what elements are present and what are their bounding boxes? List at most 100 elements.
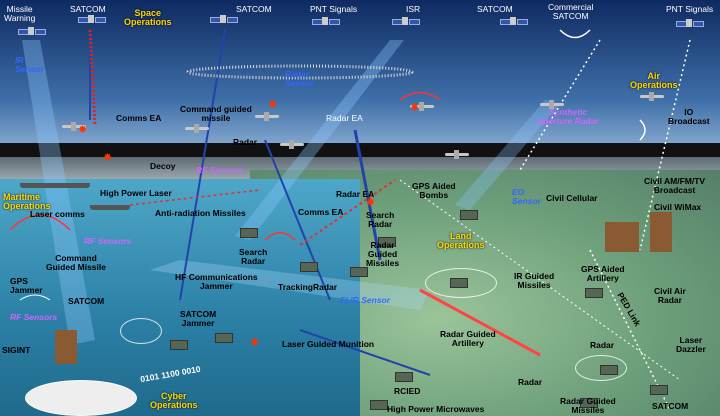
fighter-aircraft-1	[185, 124, 209, 133]
label-anti-radiation: Anti-radiation Missiles	[155, 208, 246, 218]
satcom-jammer-vehicle	[215, 333, 233, 343]
radar-arc-ground	[264, 231, 296, 241]
explosion-icon: ✸	[268, 99, 278, 111]
label-satcom-1: SATCOM	[70, 4, 106, 14]
hf-jammer-vehicle	[300, 262, 318, 272]
label-satcom-sea: SATCOM	[68, 296, 105, 306]
orbit-ring	[186, 64, 414, 80]
label-pnt-2: PNT Signals	[666, 4, 714, 14]
io-broadcast-aircraft	[640, 92, 664, 101]
city-skyline-1	[605, 222, 639, 252]
label-satcom-2: SATCOM	[236, 4, 272, 14]
explosion-icon: ✸	[250, 337, 260, 349]
satcom-vehicle	[650, 385, 668, 395]
explosion-icon: ✸	[103, 152, 113, 164]
io-wave	[639, 119, 646, 141]
label-tracking-radar: TrackingRadar	[278, 282, 338, 292]
satcom-link-2	[179, 29, 226, 301]
label-flir-sensor: FLIR Sensor	[340, 295, 391, 305]
label-civil-wimax: Civil WiMax	[654, 202, 702, 212]
label-radar-ground-2: Radar	[518, 377, 543, 387]
search-radar-vehicle	[240, 228, 258, 238]
label-decoy: Decoy	[150, 161, 176, 171]
satcom-ground-terminal	[170, 340, 188, 350]
pnt-satellite-2	[676, 18, 704, 28]
satcom-satellite-3	[500, 16, 528, 26]
label-comms-ea-ground: Comms EA	[298, 207, 344, 217]
sky-region	[0, 0, 720, 143]
hpm-vehicle	[370, 400, 388, 410]
label-pnt-1: PNT Signals	[310, 4, 358, 14]
label-high-power-laser: High Power Laser	[100, 188, 172, 198]
gps-bomb-target	[460, 210, 478, 220]
cyber-ring	[25, 380, 137, 416]
ew-aircraft	[410, 102, 434, 111]
radar-ring	[575, 355, 627, 381]
sar-beam	[455, 100, 560, 210]
commercial-wave	[559, 29, 591, 39]
label-sigint: SIGINT	[2, 345, 31, 355]
explosion-icon: ✸	[366, 197, 376, 209]
explosion-icon: ✸	[78, 124, 88, 136]
comms-ea-link	[264, 139, 331, 301]
label-rf-sensors-top: RF Sensors	[196, 165, 244, 175]
isr-satellite	[392, 16, 420, 26]
label-civil-cellular: Civil Cellular	[546, 193, 598, 203]
label-isr: ISR	[406, 4, 421, 14]
decoy-dash	[129, 189, 261, 206]
laser-guided-link	[299, 329, 431, 376]
explosion-icon: ✸	[410, 102, 420, 114]
radar-ea-link	[353, 129, 382, 261]
label-high-power-microwaves: High Power Microwaves	[387, 404, 485, 414]
gps-jammer-wave	[19, 294, 51, 301]
label-satcom-3: SATCOM	[477, 4, 513, 14]
artillery-vehicle	[585, 288, 603, 298]
maritime-ship-1	[20, 183, 90, 188]
label-rcied: RCIED	[394, 386, 421, 396]
ir-guided-ring	[425, 268, 497, 298]
label-laser-comms: Laser comms	[30, 209, 85, 219]
missile-warning-beam	[22, 40, 95, 345]
bomber-aircraft	[280, 140, 304, 149]
awacs-aircraft	[62, 122, 86, 131]
label-radar-air: Radar	[233, 137, 258, 147]
sar-aircraft	[540, 100, 564, 109]
isr-beam	[235, 40, 404, 240]
label-radar-ea: Radar EA	[326, 113, 363, 123]
sigint-building	[55, 330, 77, 364]
radar-guided-launcher	[580, 398, 598, 408]
satcom-ring	[120, 318, 162, 344]
missile-launcher-1	[378, 237, 396, 247]
label-satcom-bottom: SATCOM	[652, 401, 689, 411]
tracking-radar-vehicle	[350, 267, 368, 277]
label-laser-guided-munition: Laser Guided Munition	[282, 339, 375, 349]
pnt-satellite-1	[312, 16, 340, 26]
ir-guided-path	[419, 288, 541, 357]
label-radar-ea-ground: Radar EA	[336, 189, 375, 199]
pnt-dots	[639, 39, 691, 251]
radar-dash-1	[299, 179, 396, 246]
